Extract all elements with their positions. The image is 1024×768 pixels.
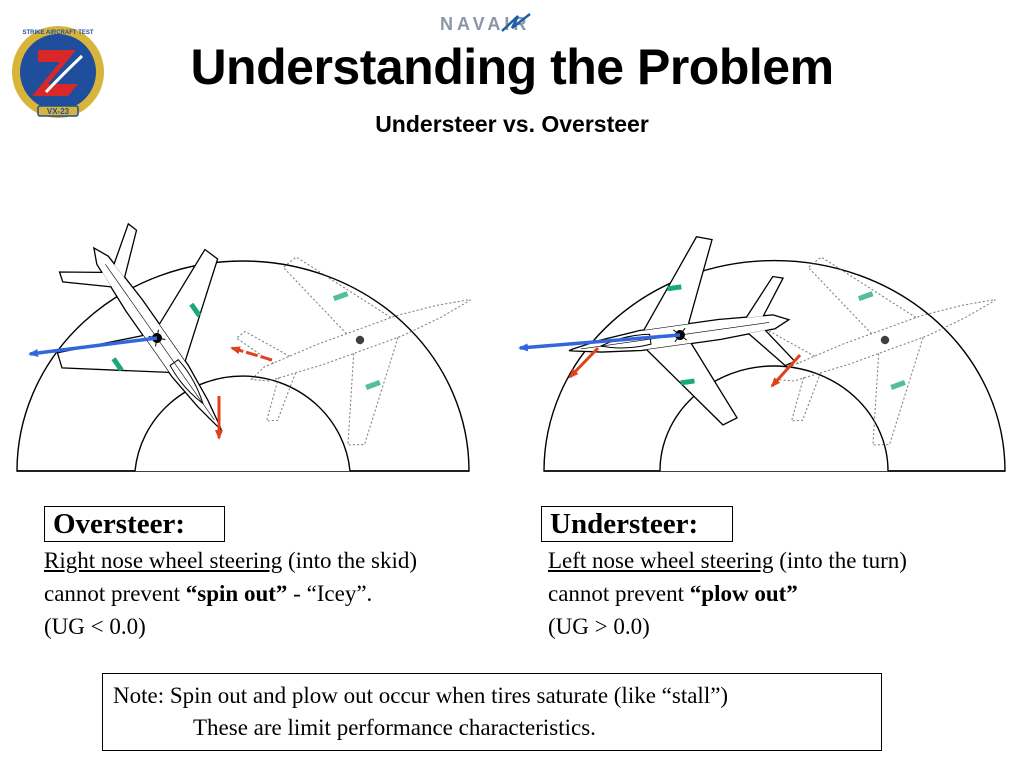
page-title: Understanding the Problem: [190, 39, 834, 95]
note-box: Note: Spin out and plow out occur when t…: [102, 673, 882, 751]
gear-marker: [680, 378, 695, 386]
understeer-steering-text: Left nose wheel steering: [548, 548, 774, 573]
oversteer-heading: Oversteer:: [44, 506, 225, 542]
understeer-line1-rest: (into the turn): [773, 548, 907, 573]
oversteer-steering-text: Right nose wheel steering: [44, 548, 283, 573]
gear-marker: [332, 291, 349, 302]
gear-marker: [365, 380, 381, 390]
gear-marker: [667, 284, 682, 292]
oversteer-line1-rest: (into the skid): [282, 548, 418, 573]
oversteer-line2-suffix: - “Icey”.: [287, 581, 373, 606]
squadron-banner: [37, 105, 79, 117]
gear-marker: [189, 302, 202, 318]
patch-ring-text: STRIKE AIRCRAFT TEST: [22, 30, 93, 36]
oversteer-diagram: [15, 210, 471, 480]
navair-swoosh-icon: [501, 13, 531, 32]
understeer-line2-prefix: cannot prevent: [548, 581, 690, 606]
understeer-aircraft: [555, 224, 803, 446]
note-line-1: Note: Spin out and plow out occur when t…: [113, 683, 729, 708]
gear-marker: [857, 291, 874, 302]
track-outer-arc: [16, 260, 470, 472]
note-line-2: These are limit performance characterist…: [193, 715, 596, 740]
patch-swoosh-icon: [44, 54, 84, 94]
oversteer-ug-value: (UG < 0.0): [44, 614, 146, 639]
navair-logo: NAVAIR: [440, 13, 531, 34]
lightning-bolt-icon: [32, 50, 78, 96]
reference-aircraft-ghost: [235, 256, 471, 446]
nose-force-arrow: [568, 346, 600, 379]
gear-marker: [111, 357, 124, 372]
page-subtitle: Understeer vs. Oversteer: [375, 111, 649, 137]
steering-diagrams: [15, 210, 1006, 480]
gear-marker: [890, 380, 906, 390]
squadron-patch: VX-23 STRIKE AIRCRAFT TEST: [12, 26, 104, 118]
track-inner-arc: [134, 375, 351, 472]
tail-force-arrow: [230, 346, 273, 362]
tail-force-arrow: [770, 353, 802, 388]
understeer-description: Left nose wheel steering (into the turn)…: [548, 544, 1018, 643]
oversteer-line2-prefix: cannot prevent: [44, 581, 186, 606]
oversteer-spin-out-text: “spin out”: [185, 581, 288, 606]
understeer-ug-value: (UG > 0.0): [548, 614, 650, 639]
understeer-plow-out-text: “plow out”: [689, 581, 798, 606]
oversteer-description: Right nose wheel steering (into the skid…: [44, 544, 524, 643]
oversteer-aircraft: [15, 210, 300, 480]
squadron-label: VX-23: [47, 107, 70, 116]
understeer-diagram: [518, 224, 1006, 472]
velocity-arrow: [28, 336, 158, 357]
understeer-heading: Understeer:: [541, 506, 733, 542]
velocity-arrow: [518, 333, 681, 352]
